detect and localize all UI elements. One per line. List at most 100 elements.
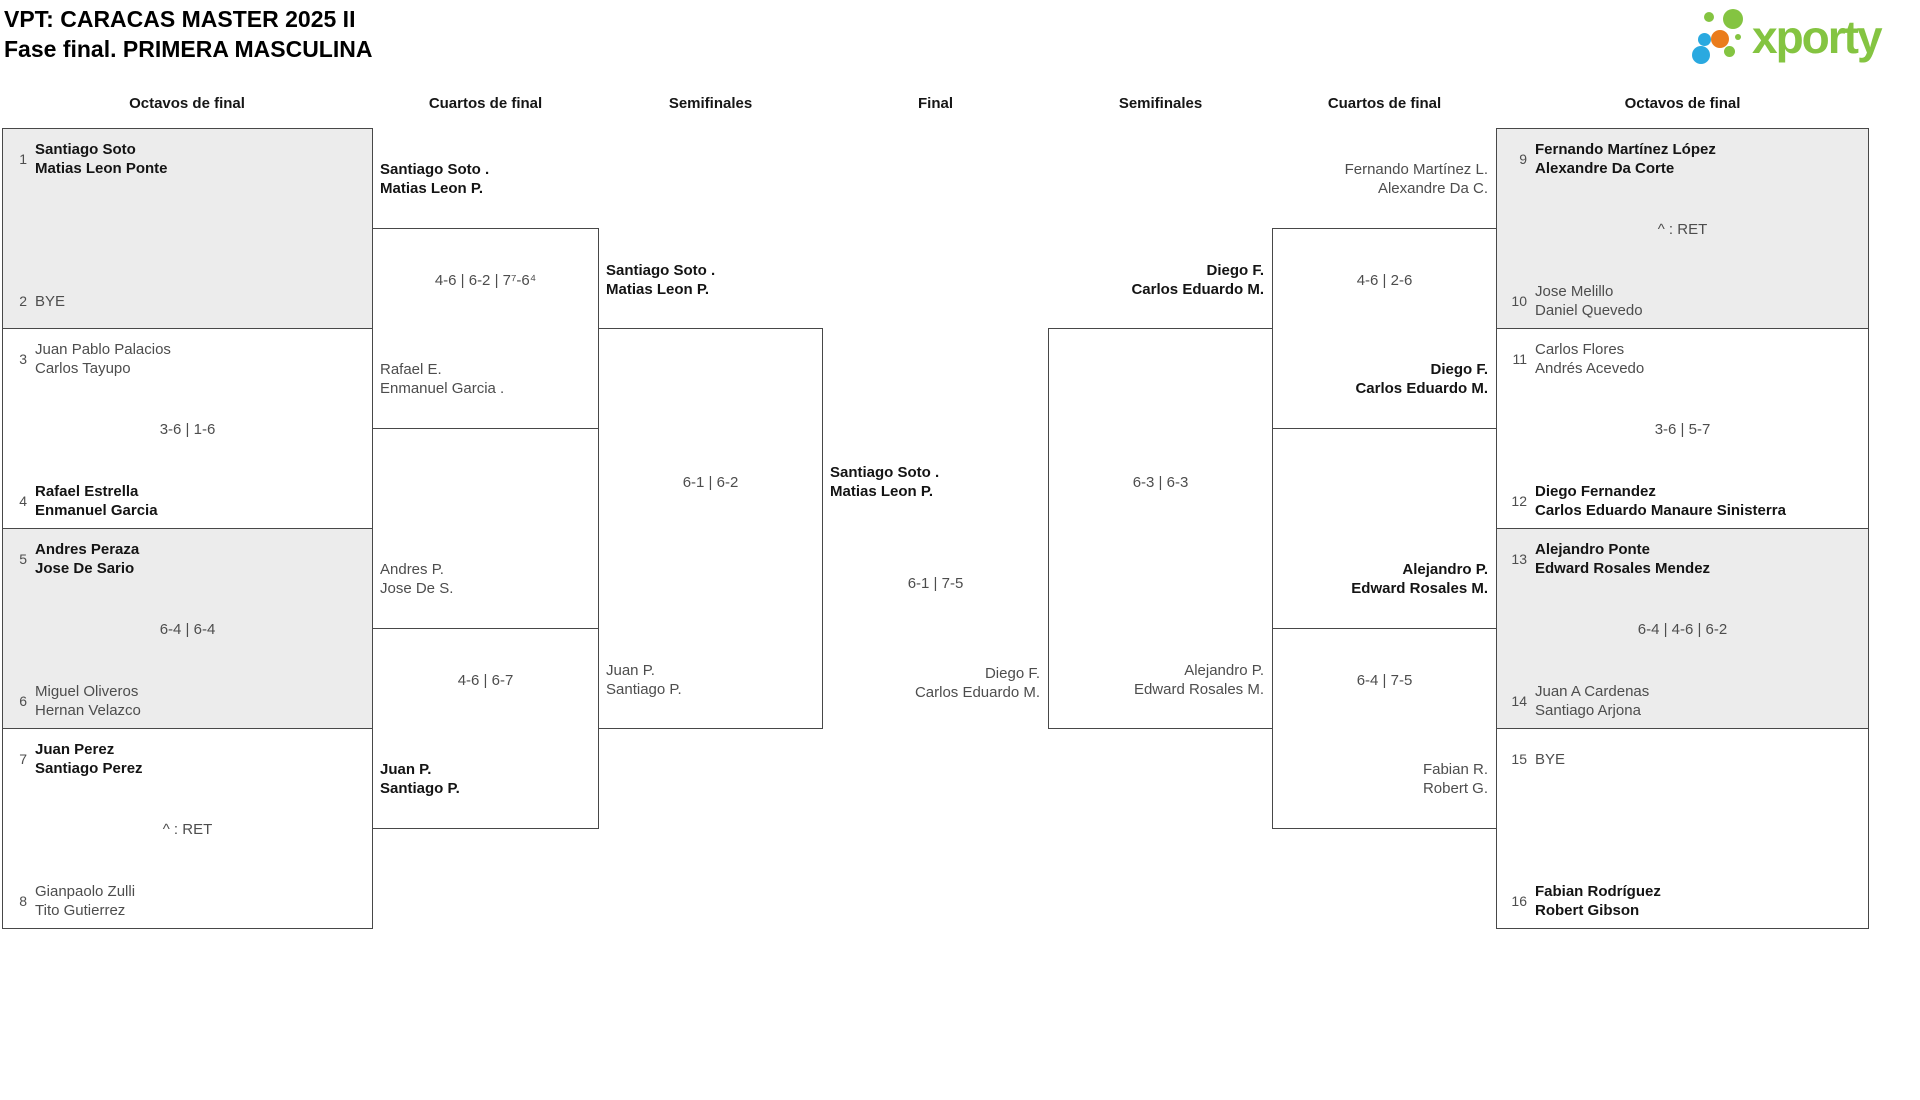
player-name: Daniel Quevedo [1535,302,1643,319]
player-name: Andrés Acevedo [1535,360,1645,377]
player-name: Robert Gibson [1535,902,1640,919]
bracket-column-octavos-left: 1 Santiago Soto Matias Leon Ponte 2 BYE … [2,128,373,929]
player-name: Rafael E. [380,361,442,378]
player-name: Gianpaolo Zulli [35,883,136,900]
player-name: Santiago Soto . [606,262,716,279]
match-score: 6-4 | 7-5 [1356,672,1413,689]
team-name: Juan P. Santiago P. [606,661,682,699]
seed-number: 15 [1511,751,1527,767]
player-name: Hernan Velazco [35,702,141,719]
match-team: 2 BYE [9,279,366,323]
match-team: 14 Juan A Cardenas Santiago Arjona [1503,679,1862,723]
brand-wordmark: xporty [1752,11,1883,63]
player-name: Matias Leon Ponte [35,160,168,177]
match-box: 3 Juan Pablo Palacios Carlos Tayupo 3-6 … [3,329,372,529]
player-name: Alejandro P. [1402,561,1488,578]
logo-dot-icon [1724,46,1735,57]
player-name: Santiago Soto . [830,464,940,481]
player-name: Juan Perez [35,741,115,758]
player-name: Juan P. [606,662,655,679]
player-name: Matias Leon P. [380,180,484,197]
player-name: Fabian Rodríguez [1535,883,1661,900]
connector-box-sf-right [1048,328,1273,729]
match-team: 12 Diego Fernandez Carlos Eduardo Manaur… [1503,479,1862,523]
match-score: 4-6 | 6-2 | 7⁷-6⁴ [434,272,537,289]
seed-number: 9 [1519,151,1527,167]
team-name: Santiago Soto Matias Leon Ponte [35,140,168,178]
team-name: BYE [1535,750,1565,769]
player-name: Carlos Tayupo [35,360,131,377]
seed-number: 2 [19,293,27,309]
player-name: Enmanuel Garcia [35,502,158,519]
match-box: 15 BYE 16 Fabian Rodríguez Robert Gibson [1497,729,1868,928]
bracket-column-octavos-right: 9 Fernando Martínez López Alexandre Da C… [1496,128,1869,929]
seed-number: 16 [1511,893,1527,909]
player-name: BYE [1535,750,1566,768]
team-name: Diego F. Carlos Eduardo M. [915,664,1040,702]
player-name: Miguel Oliveros [35,683,139,700]
round-header-final: Final [917,95,953,112]
match-box: 11 Carlos Flores Andrés Acevedo 3-6 | 5-… [1497,329,1868,529]
player-name: Jose De S. [380,580,454,597]
player-name: Juan P. [380,761,432,778]
team-name: Juan P. Santiago P. [380,760,460,798]
team-name: Carlos Flores Andrés Acevedo [1535,340,1644,378]
player-name: Carlos Eduardo Manaure Sinisterra [1535,502,1786,519]
player-name: Carlos Flores [1535,341,1625,358]
match-box: 1 Santiago Soto Matias Leon Ponte 2 BYE [3,129,372,329]
player-name: Alejandro Ponte [1535,541,1651,558]
player-name: Jose De Sario [35,560,135,577]
match-score: 4-6 | 6-7 [457,672,514,689]
player-name: Santiago Perez [35,760,143,777]
team-name: Fernando Martínez López Alexandre Da Cor… [1535,140,1716,178]
player-name: Matias Leon P. [606,281,710,298]
player-name: Carlos Eduardo M. [1355,380,1488,397]
team-name: Gianpaolo Zulli Tito Gutierrez [35,882,135,920]
player-name: Robert G. [1422,780,1488,797]
seed-number: 4 [19,493,27,509]
player-name: Carlos Eduardo M. [914,684,1040,701]
team-name: Andres Peraza Jose De Sario [35,540,139,578]
player-name: Juan Pablo Palacios [35,341,171,358]
match-team: 9 Fernando Martínez López Alexandre Da C… [1503,137,1862,181]
match-team: 13 Alejandro Ponte Edward Rosales Mendez [1503,537,1862,581]
team-name: Rafael Estrella Enmanuel Garcia [35,482,158,520]
connector-box-qf-right-top [1272,228,1497,429]
player-name: Rafael Estrella [35,483,139,500]
seed-number: 5 [19,551,27,567]
team-name: Rafael E. Enmanuel Garcia . [380,360,504,398]
match-team: 15 BYE [1503,737,1862,781]
match-score: 6-1 | 6-2 [682,474,739,491]
logo-dot-icon [1698,33,1711,46]
match-score: 4-6 | 2-6 [1356,272,1413,289]
seed-number: 13 [1511,551,1527,567]
player-name: Edward Rosales M. [1133,681,1264,698]
team-name: Fernando Martínez L. Alexandre Da C. [1345,160,1488,198]
tournament-title: VPT: CARACAS MASTER 2025 II [4,6,356,32]
team-name: Alejandro P. Edward Rosales M. [1134,661,1264,699]
match-score: 6-1 | 7-5 [907,575,964,592]
player-name: Jose Melillo [1535,283,1614,300]
seed-number: 10 [1511,293,1527,309]
xporty-logo[interactable]: xporty [1690,2,1918,74]
match-score: 6-4 | 4-6 | 6-2 [1637,621,1728,638]
team-name: Santiago Soto . Matias Leon P. [830,463,939,501]
team-name: Fabian R. Robert G. [1423,760,1488,798]
seed-number: 12 [1511,493,1527,509]
connector-box-qf-right-bottom [1272,628,1497,829]
team-name: Diego F. Carlos Eduardo M. [1355,360,1488,398]
seed-number: 1 [19,151,27,167]
team-name: Jose Melillo Daniel Quevedo [1535,282,1643,320]
team-name: Alejandro P. Edward Rosales M. [1351,560,1488,598]
player-name: Alexandre Da C. [1377,180,1488,197]
match-team: 1 Santiago Soto Matias Leon Ponte [9,137,366,181]
player-name: Carlos Eduardo M. [1131,281,1264,298]
player-name: Andres P. [380,561,444,578]
player-name: Edward Rosales M. [1351,580,1488,597]
player-name: BYE [35,292,66,310]
team-name: Fabian Rodríguez Robert Gibson [1535,882,1661,920]
round-header-octavos-left: Octavos de final [129,95,245,112]
seed-number: 6 [19,693,27,709]
player-name: Juan A Cardenas [1535,683,1650,700]
